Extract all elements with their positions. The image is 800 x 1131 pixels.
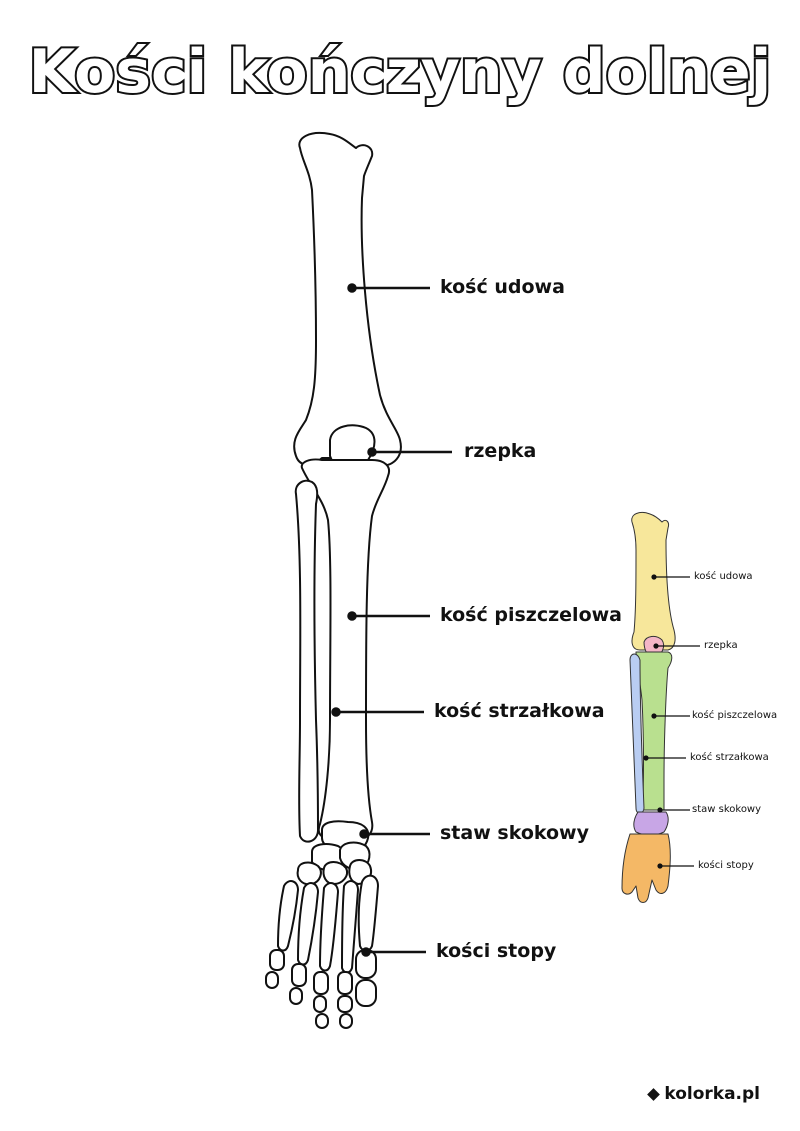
metatarsal-5: [357, 874, 379, 952]
leader-dot-tibia: [347, 611, 357, 621]
ref-foot-bones: [621, 833, 671, 903]
metatarsal-2: [297, 882, 319, 966]
ref-ankle-bones: [633, 811, 669, 836]
leader-dot-femur: [347, 283, 357, 293]
diamond-icon: [647, 1087, 661, 1101]
metatarsal-4: [341, 880, 359, 974]
label-patella: rzepka: [464, 440, 537, 462]
phalanx-4c: [339, 1013, 353, 1029]
label-foot: kości stopy: [436, 940, 557, 962]
label-tibia: kość piszczelowa: [440, 604, 622, 626]
leader-dot-fibula: [331, 707, 341, 717]
femur-bone: [293, 132, 402, 467]
phalanx-2a: [291, 963, 307, 987]
label-femur: kość udowa: [440, 276, 565, 298]
phalanx-5b: [355, 979, 377, 1007]
phalanx-3c: [315, 1013, 329, 1029]
tarsal-bone-3: [296, 861, 322, 886]
phalanx-4b: [337, 995, 353, 1013]
leader-dot-foot: [361, 947, 371, 957]
phalanx-3a: [313, 971, 329, 995]
ref-femur-bone: [631, 511, 676, 651]
phalanx-1a: [269, 949, 285, 971]
metatarsal-1: [277, 880, 299, 952]
tibia-bone: [300, 458, 390, 840]
ref-label-patella: rzepka: [704, 640, 738, 651]
ref-label-ankle: staw skokowy: [692, 804, 762, 815]
leader-dot-patella: [367, 447, 377, 457]
title-text: Kości kończyny dolnej: [29, 37, 772, 107]
site-credit-text: kolorka.pl: [664, 1084, 760, 1104]
metatarsal-3: [319, 882, 339, 972]
ref-label-femur: kość udowa: [694, 571, 753, 582]
ref-label-tibia: kość piszczelowa: [692, 710, 778, 721]
label-ankle: staw skokowy: [440, 822, 589, 844]
site-credit: kolorka.pl: [647, 1084, 760, 1104]
phalanx-1b: [265, 971, 279, 989]
tarsal-bone-4: [322, 861, 348, 885]
page-title: Kości kończyny dolnej: [0, 30, 800, 114]
fibula-bone: [294, 479, 319, 843]
ref-tibia-bone: [635, 651, 673, 811]
ref-label-foot: kości stopy: [698, 860, 754, 871]
ref-label-fibula: kość strzałkowa: [690, 752, 769, 763]
label-fibula: kość strzałkowa: [434, 700, 605, 722]
colored-reference-diagram: [621, 511, 676, 903]
leader-dot-ankle: [359, 829, 369, 839]
phalanx-4a: [337, 971, 353, 995]
phalanx-3b: [313, 995, 327, 1013]
ref-fibula-bone: [629, 653, 645, 814]
phalanx-2b: [289, 987, 303, 1005]
